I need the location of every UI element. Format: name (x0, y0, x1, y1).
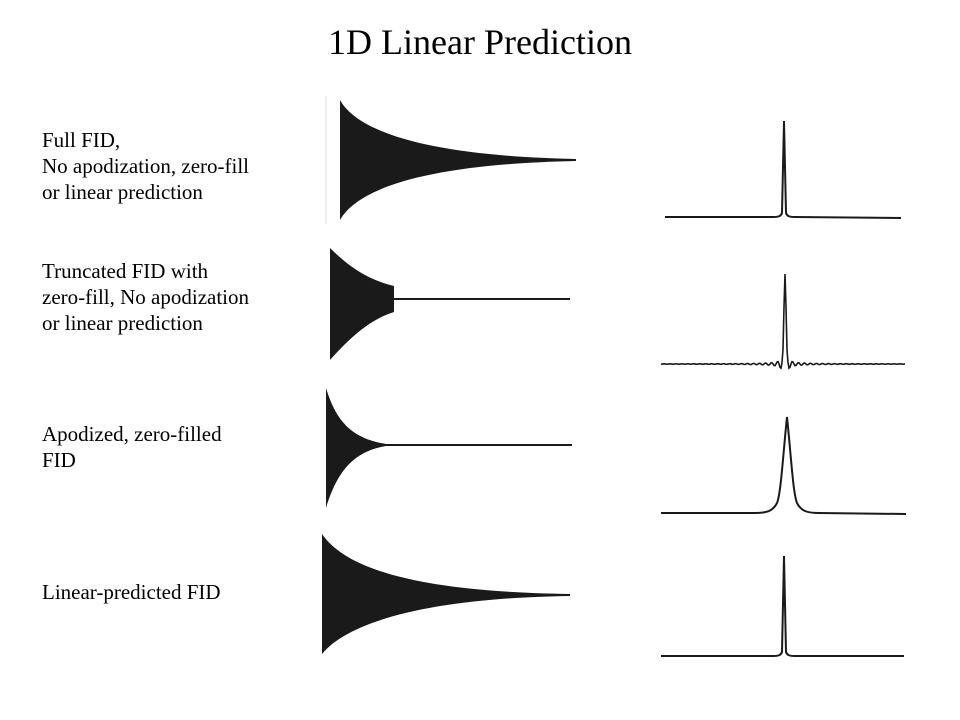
fid-envelope (330, 248, 570, 360)
spectrum-trace (660, 273, 906, 370)
spectrum-trace (661, 416, 907, 515)
spectrum-truncated (655, 240, 915, 380)
fid-envelope (340, 100, 576, 220)
fid-waveform-truncated (318, 236, 588, 376)
label-line: FID (42, 448, 76, 472)
fid-envelope (322, 534, 570, 654)
spectrum-trace (661, 555, 904, 657)
label-line: zero-fill, No apodization (42, 285, 250, 309)
label-line: or linear prediction (42, 311, 203, 335)
row-label-apodized-fid: Apodized, zero-filled FID (42, 421, 322, 473)
row-label-truncated-fid: Truncated FID with zero-fill, No apodiza… (42, 258, 322, 336)
fid-envelope (326, 388, 572, 508)
fid-waveform-linear-predicted (318, 528, 588, 668)
label-line: Apodized, zero-filled (42, 422, 222, 446)
spectrum-linear-predicted (655, 530, 915, 670)
spectrum-full (655, 95, 915, 235)
label-line: or linear prediction (42, 180, 203, 204)
label-line: Truncated FID with (42, 259, 209, 283)
spectrum-trace (665, 120, 902, 219)
fid-waveform-full (318, 92, 588, 232)
fid-waveform-apodized (318, 380, 588, 520)
spectrum-apodized (655, 385, 915, 525)
row-label-linear-predicted-fid: Linear-predicted FID (42, 579, 322, 605)
row-label-full-fid: Full FID, No apodization, zero-fill or l… (42, 127, 322, 205)
slide-title: 1D Linear Prediction (328, 22, 632, 62)
label-line: No apodization, zero-fill (42, 154, 250, 178)
label-line: Linear-predicted FID (42, 580, 221, 604)
label-line: Full FID, (42, 128, 121, 152)
